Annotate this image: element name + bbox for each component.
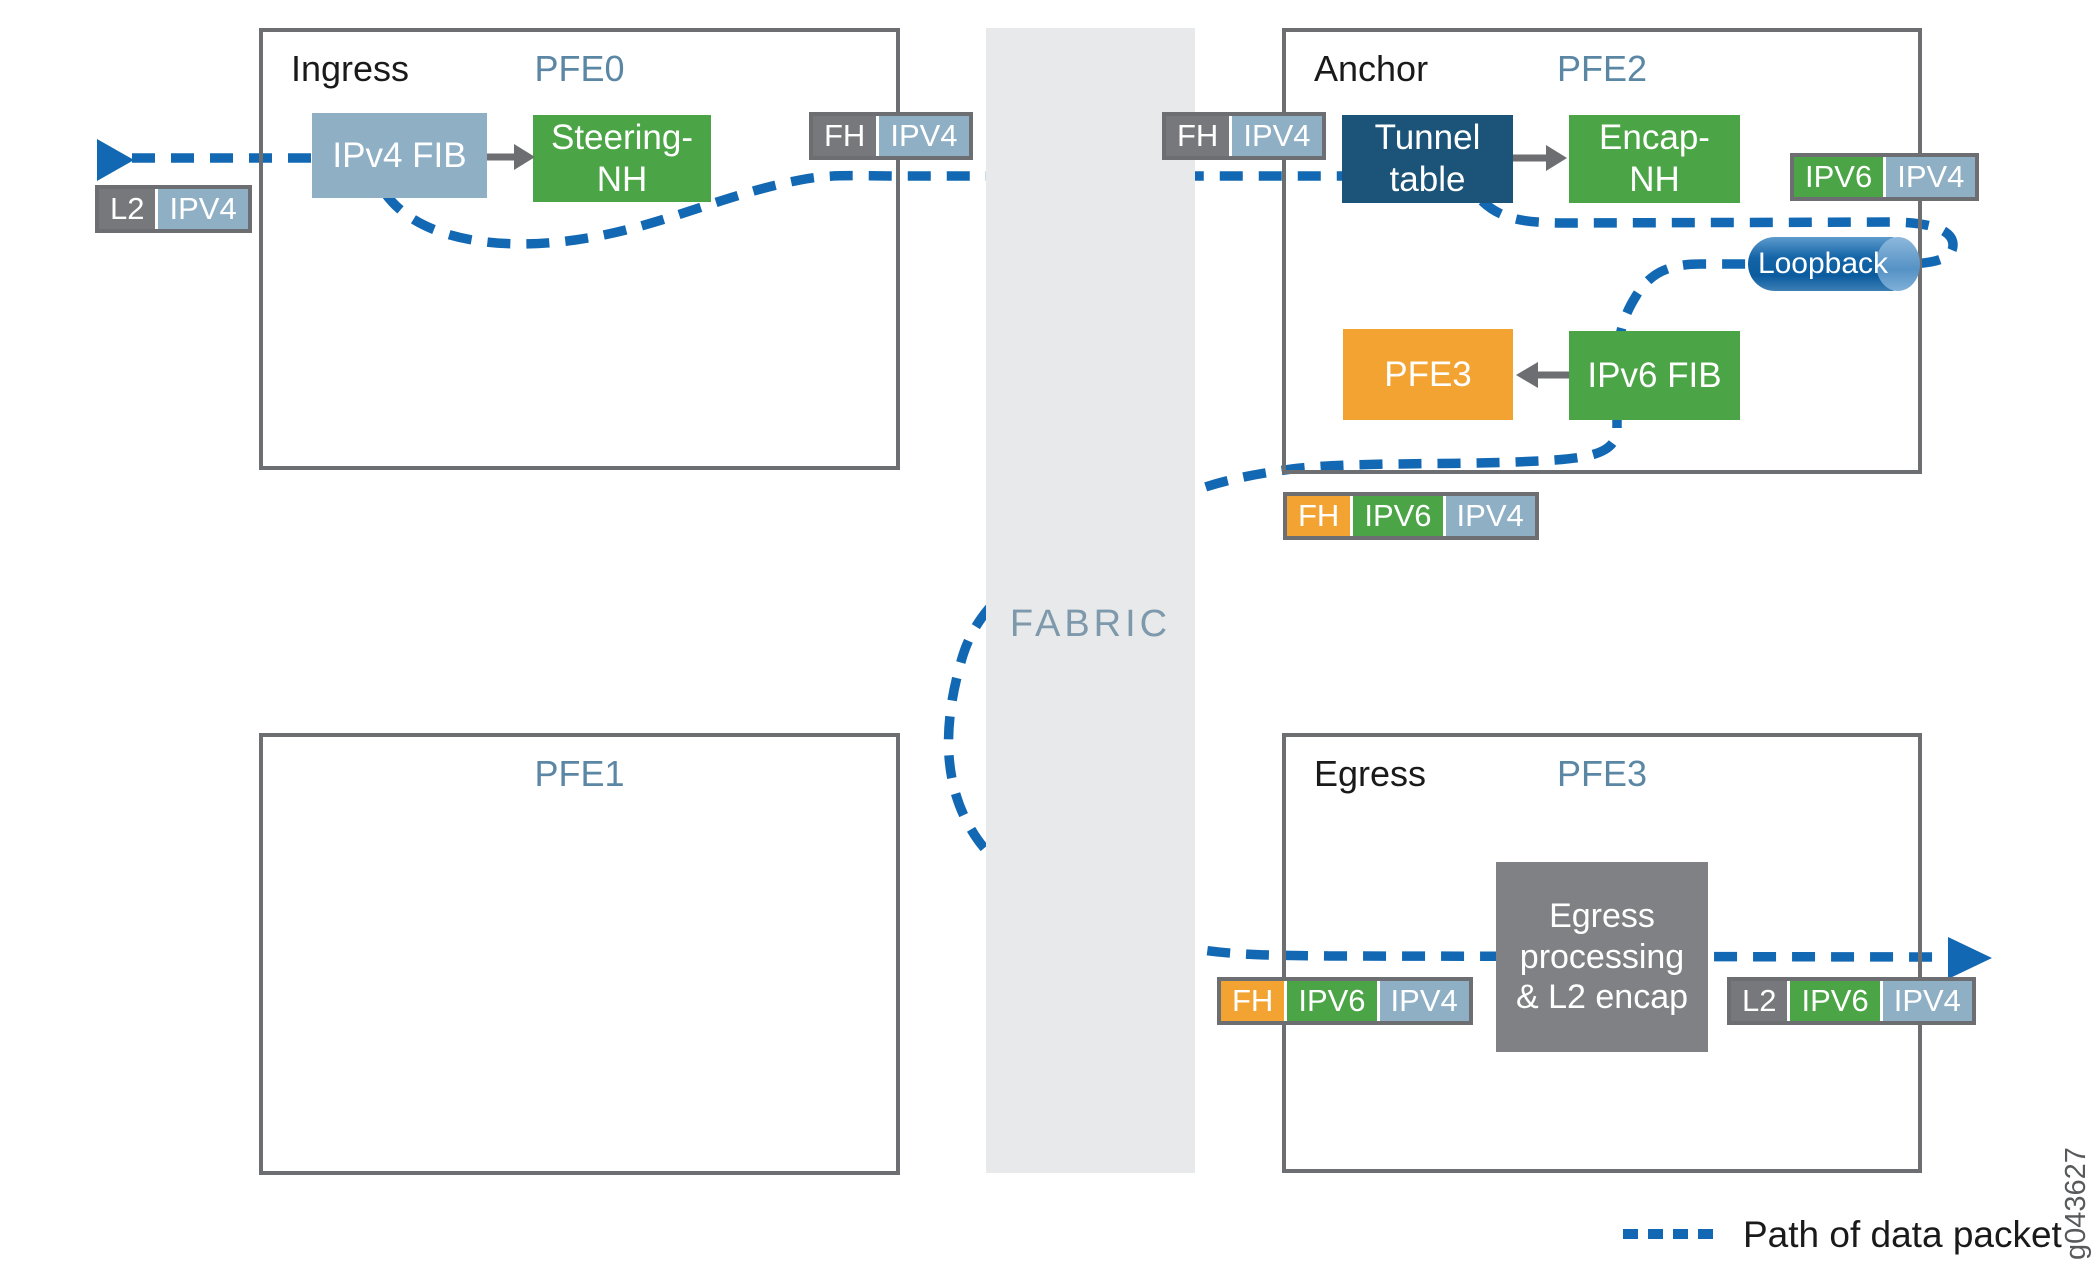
packet-label-ingress-in: L2 IPV4 [95, 185, 252, 233]
path-pfe0-to-fabric [381, 170, 1405, 249]
pfe2-name: PFE2 [1556, 48, 1648, 89]
header-seg-fh: FH [813, 116, 877, 156]
header-seg-ipv4: IPV4 [1232, 116, 1322, 156]
pfe2-role: Anchor [1314, 48, 1429, 89]
loopback-cylinder: Loopback [1748, 237, 1920, 291]
header-seg-ipv4: IPV4 [1379, 981, 1469, 1021]
header-seg-ipv6: IPV6 [1353, 496, 1443, 536]
ipv6-fib-node: IPv6 FIB [1569, 331, 1740, 420]
header-seg-ipv4: IPV4 [1882, 981, 1972, 1021]
header-seg-ipv4: IPV4 [879, 116, 969, 156]
figure-id: g043627 [2060, 1147, 2092, 1260]
steering-nh-node: Steering- NH [533, 115, 711, 202]
path-end-arrowhead [1948, 937, 1992, 979]
pfe1-name: PFE1 [534, 753, 625, 794]
header-seg-ipv4: IPV4 [1445, 496, 1535, 536]
loopback-label: Loopback [1757, 247, 1889, 280]
path-tunnel-loop [1478, 197, 1958, 366]
ipv4-fib-node: IPv4 FIB [312, 113, 487, 198]
header-seg-fh: FH [1166, 116, 1230, 156]
pfe0-name: PFE0 [534, 48, 625, 89]
tunnel-table-node: Tunnel table [1342, 115, 1513, 203]
pfe3-box: Egress PFE3 [1282, 733, 1922, 1173]
header-seg-fh: FH [1287, 496, 1351, 536]
loopback-cylinder-cap [1876, 237, 1920, 291]
packet-label-egress-out: L2 IPV6 IPV4 [1727, 977, 1976, 1025]
egress-processing-node: Egress processing & L2 encap [1496, 862, 1708, 1052]
packet-label-pfe2-in: FH IPV4 [1162, 112, 1326, 160]
legend-label: Path of data packet [1743, 1214, 2062, 1255]
header-seg-fh: FH [1221, 981, 1285, 1021]
path-start-arrowhead [97, 139, 134, 181]
packet-label-pfe2-out: FH IPV6 IPV4 [1283, 492, 1539, 540]
packet-label-pfe2-right: IPV6 IPV4 [1790, 153, 1980, 201]
encap-nh-node: Encap- NH [1569, 115, 1740, 203]
header-seg-l2: L2 [99, 189, 156, 229]
header-seg-ipv6: IPV6 [1287, 981, 1377, 1021]
fabric-band: FABRIC [986, 28, 1195, 1173]
loopback-cylinder-body [1748, 237, 1898, 291]
pfe3-anchor-node: PFE3 [1343, 329, 1513, 420]
pfe0-role: Ingress [291, 48, 410, 89]
pfe3-name: PFE3 [1556, 753, 1648, 794]
pfe1-box: PFE1 [259, 733, 900, 1175]
header-seg-ipv4: IPV4 [158, 189, 248, 229]
legend-dashed-line [1623, 1229, 1718, 1239]
pfe0-box: Ingress PFE0 [259, 28, 900, 470]
header-seg-l2: L2 [1731, 981, 1788, 1021]
header-seg-ipv6: IPV6 [1794, 157, 1884, 197]
header-seg-ipv6: IPV6 [1790, 981, 1880, 1021]
fabric-label: FABRIC [1009, 603, 1172, 645]
packet-label-pfe0-out: FH IPV4 [809, 112, 973, 160]
packet-label-egress-in: FH IPV6 IPV4 [1217, 977, 1473, 1025]
pfe3-role: Egress [1314, 753, 1427, 794]
header-seg-ipv4: IPV4 [1886, 157, 1976, 197]
pfe2-box: Anchor PFE2 [1282, 28, 1922, 474]
